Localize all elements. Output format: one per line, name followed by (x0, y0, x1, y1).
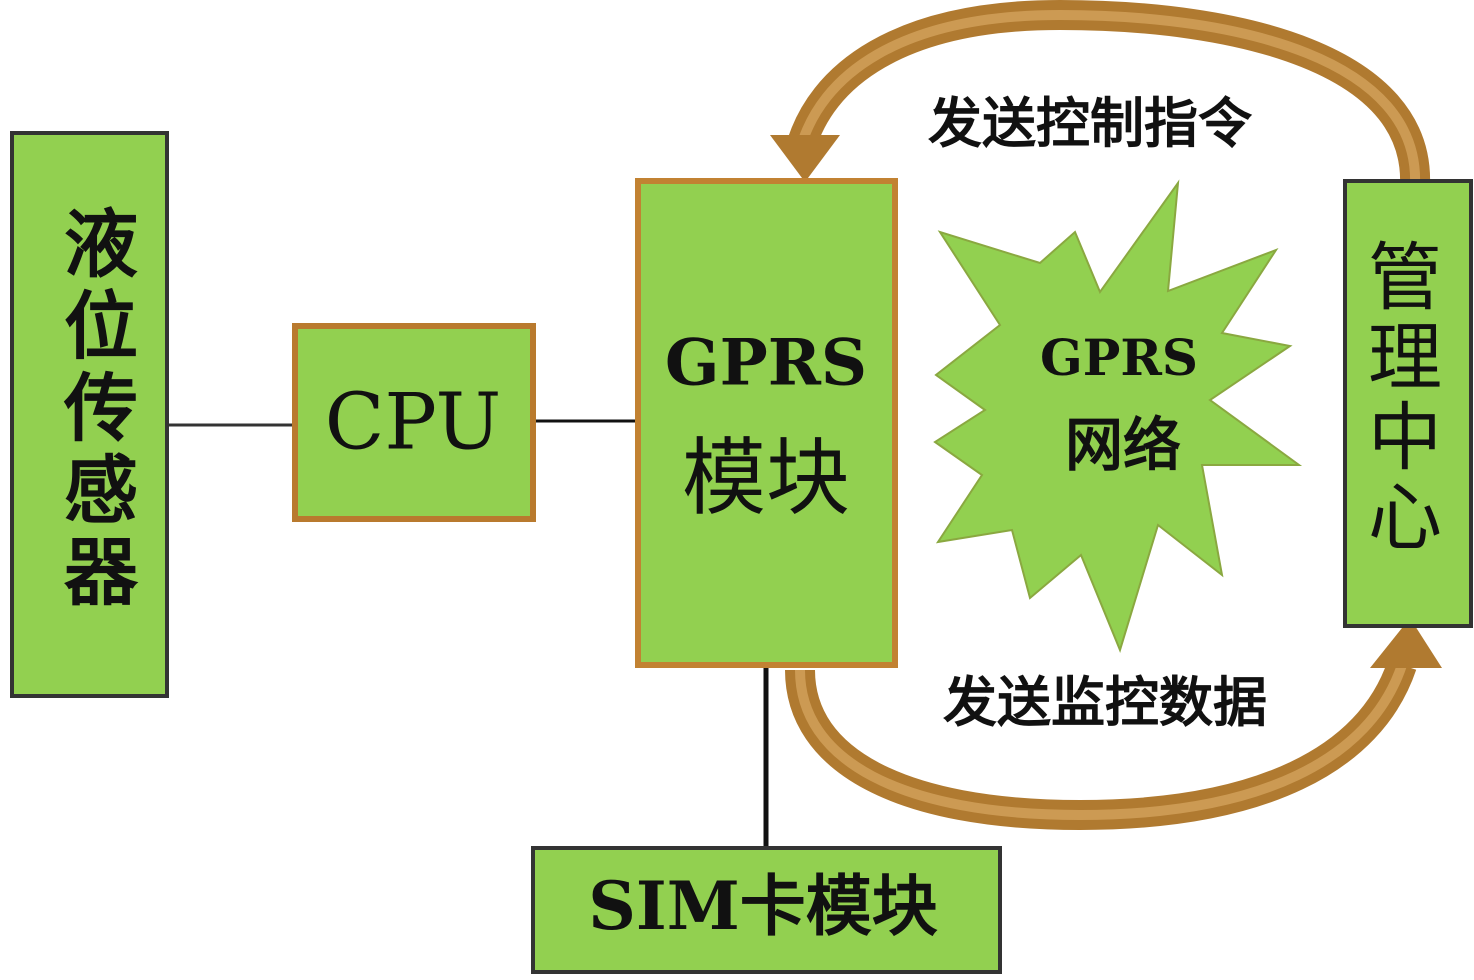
sensor-label: 液位传感器 (52, 205, 139, 615)
send-monitor-arrowhead (1370, 618, 1442, 668)
gprs-network-label-line1: GPRS (1040, 328, 1198, 387)
send-monitor-label: 发送监控数据 (943, 670, 1267, 734)
management-center-box (1343, 179, 1473, 628)
management-center-label: 管理中心 (1356, 238, 1442, 558)
gprs-network-burst (933, 179, 1303, 653)
gprs-module-box (635, 178, 898, 668)
gprs-network-label-line2: 网络 (1065, 411, 1181, 479)
send-control-arrow (770, 0, 1431, 186)
gprs-module-label-line2: 模块 (682, 429, 850, 527)
send-control-label: 发送控制指令 (928, 91, 1253, 155)
cpu-box (292, 323, 536, 522)
sim-module-box (531, 846, 1002, 974)
gprs-module-label-line1: GPRS (665, 326, 867, 401)
cpu-label: CPU (325, 378, 502, 468)
send-control-arrowhead (770, 135, 840, 182)
sim-module-label: SIM卡模块 (588, 867, 938, 945)
sensor-box (10, 131, 169, 698)
send-monitor-arrow (785, 618, 1442, 831)
